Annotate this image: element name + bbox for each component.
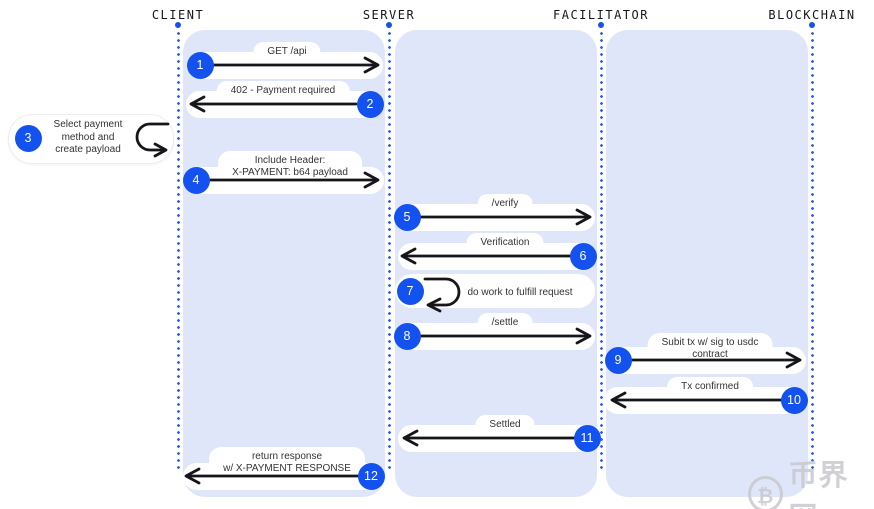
message-label-2: 402 - Payment required	[216, 81, 350, 101]
message-label-1: GET /api	[253, 42, 321, 62]
lifeline-dot-blockchain	[809, 22, 815, 28]
message-label-6: Verification	[466, 233, 544, 253]
watermark: ₿ 币界网	[748, 452, 874, 509]
message-label-3: Select payment method and create payload	[53, 119, 123, 155]
lifeline-client	[176, 30, 180, 473]
step-badge-11: 11	[573, 424, 601, 452]
step-badge-5: 5	[393, 203, 421, 231]
actor-label-blockchain: BLOCKCHAIN	[768, 8, 856, 22]
lifeline-facilitator	[599, 30, 603, 473]
step-badge-9: 9	[604, 346, 632, 374]
step-badge-2: 2	[356, 90, 384, 118]
lifeline-server	[387, 30, 391, 473]
step-badge-7: 7	[396, 277, 424, 305]
lifeline-blockchain	[810, 30, 814, 473]
lifeline-dot-server	[386, 22, 392, 28]
step-badge-8: 8	[393, 322, 421, 350]
message-label-5: /verify	[477, 194, 533, 214]
lifeline-dot-client	[175, 22, 181, 28]
message-label-11: Settled	[475, 415, 535, 435]
panel-facilitator-blockchain	[606, 30, 808, 497]
step-badge-12: 12	[357, 462, 385, 490]
message-label-12: return response w/ X-PAYMENT RESPONSE	[209, 447, 365, 478]
step-badge-1: 1	[186, 51, 214, 79]
actor-label-server: SERVER	[362, 8, 416, 22]
bitcoin-coin-icon: ₿	[748, 476, 783, 509]
step-badge-10: 10	[780, 386, 808, 414]
message-label-8: /settle	[477, 313, 533, 333]
message-label-9: Subit tx w/ sig to usdc contract	[647, 333, 773, 364]
watermark-text: 币界网	[788, 458, 849, 509]
message-label-10: Tx confirmed	[667, 377, 753, 397]
actor-label-client: CLIENT	[151, 8, 205, 22]
step-badge-4: 4	[182, 166, 210, 194]
step-badge-6: 6	[569, 242, 597, 270]
lifeline-dot-facilitator	[598, 22, 604, 28]
message-label-7: do work to fulfill request	[453, 283, 587, 303]
actor-label-facilitator: FACILITATOR	[553, 8, 649, 22]
message-label-4: Include Header: X-PAYMENT: b64 payload	[218, 151, 362, 182]
step-badge-3: 3	[14, 124, 42, 152]
